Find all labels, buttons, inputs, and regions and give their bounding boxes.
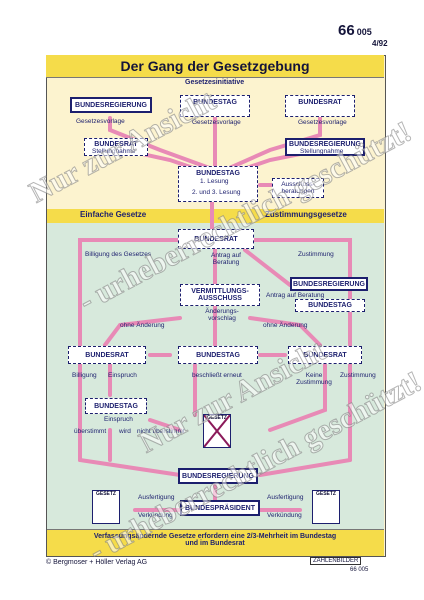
- label-wird: wird: [119, 428, 131, 435]
- label-zustimmung-right: Zustimmung: [298, 251, 334, 258]
- bundestag-left-box: BUNDESTAG: [85, 398, 147, 414]
- copyright: © Bergmoser + Höller Verlag AG: [46, 559, 148, 566]
- bundesrat-center-box: BUNDESRAT: [178, 229, 254, 249]
- label-antrag-right: Antrag auf Beratung: [266, 292, 325, 299]
- badge-number: 66 005: [350, 567, 369, 573]
- label-antrag: Antrag auf Beratung: [211, 252, 241, 266]
- label-keine-zustimmung: Keine Zustimmung: [296, 372, 332, 386]
- label-verkuendung-left: Verkündung: [138, 512, 173, 519]
- label-ohne-aenderung-left: ohne Änderung: [120, 322, 165, 329]
- cross-icon: [204, 415, 230, 447]
- bundesregierung-stellung-box: BUNDESREGIERUNG: [285, 138, 365, 156]
- vermittlung-box: VERMITTLUNGS-AUSSCHUSS: [180, 284, 260, 306]
- footer-note: Verfassungsändernde Gesetze erfordern ei…: [93, 533, 337, 547]
- bundesrat-left-box: BUNDESRAT: [68, 346, 146, 364]
- bundespraesident-box: BUNDESPRÄSIDENT: [180, 500, 260, 516]
- label-einspruch-2: Einspruch: [104, 416, 133, 423]
- label-stellungnahme-left: Stellungnahme: [92, 148, 136, 155]
- bundesregierung-top-box: BUNDESREGIERUNG: [70, 97, 152, 113]
- label-ueberstimmt: überstimmt: [74, 428, 107, 435]
- footer-bar: [47, 529, 384, 556]
- bundestag-right-box: BUNDESTAG: [295, 299, 365, 312]
- bundesregierung-right-box: BUNDESREGIERUNG: [290, 277, 368, 291]
- label-gesetzesvorlage-right: Gesetzesvorlage: [298, 119, 347, 126]
- label-nicht-ueberstimmt: nicht überstimmt: [137, 428, 185, 435]
- gesetz-crossed-doc: GESETZ: [203, 414, 231, 448]
- label-lesung-1: 1. Lesung: [200, 178, 229, 185]
- diagram-title: Der Gang der Gesetzgebung: [120, 58, 310, 74]
- label-ausfertigung-right: Ausfertigung: [267, 494, 304, 501]
- label-billigung-des: Billigung des Gesetzes: [85, 251, 152, 258]
- bundesrat-stellung-box: BUNDESRAT: [84, 138, 148, 156]
- bundestag-center-box: BUNDESTAG: [178, 346, 258, 364]
- label-zustimmung-2: Zustimmung: [340, 372, 376, 379]
- bundesrat-top-box: BUNDESRAT: [285, 95, 355, 117]
- zahlenbilder-badge: ZAHLENBILDER: [310, 557, 362, 565]
- label-ausfertigung-left: Ausfertigung: [138, 494, 175, 501]
- ausschuss-box: Ausschuss-beratungen: [272, 178, 324, 198]
- bundesregierung-bottom-box: BUNDESREGIERUNG: [178, 468, 258, 484]
- gesetz-doc-right: GESETZ: [312, 490, 340, 524]
- gesetz-doc-left: GESETZ: [92, 490, 120, 524]
- heading-einfache: Einfache Gesetze: [80, 210, 147, 219]
- label-stellungnahme-right: Stellungnahme: [300, 148, 344, 155]
- label-gesetzesvorlage-mid: Gesetzesvorlage: [192, 119, 241, 126]
- label-aenderung: Änderungs-vorschlag: [205, 308, 239, 322]
- bundestag-top-box: BUNDESTAG: [180, 95, 250, 117]
- bundesrat-right-box: BUNDESRAT: [288, 346, 362, 364]
- label-verkuendung-right: Verkündung: [267, 512, 302, 519]
- section-bar: [47, 209, 384, 223]
- heading-zustimmung: Zustimmungsgesetze: [265, 210, 347, 219]
- title-bar: [46, 55, 384, 78]
- label-billigung: Billigung: [72, 372, 97, 379]
- initiative-heading: Gesetzesinitiative: [185, 79, 245, 86]
- label-einspruch: Einspruch: [108, 372, 137, 379]
- label-ohne-aenderung-right: ohne Änderung: [263, 322, 308, 329]
- label-beschliesst: beschließt erneut: [192, 372, 242, 379]
- chart-date: 4/92: [372, 39, 388, 48]
- label-lesung-23: 2. und 3. Lesung: [192, 189, 241, 196]
- label-gesetzesvorlage-left: Gesetzesvorlage: [76, 118, 125, 125]
